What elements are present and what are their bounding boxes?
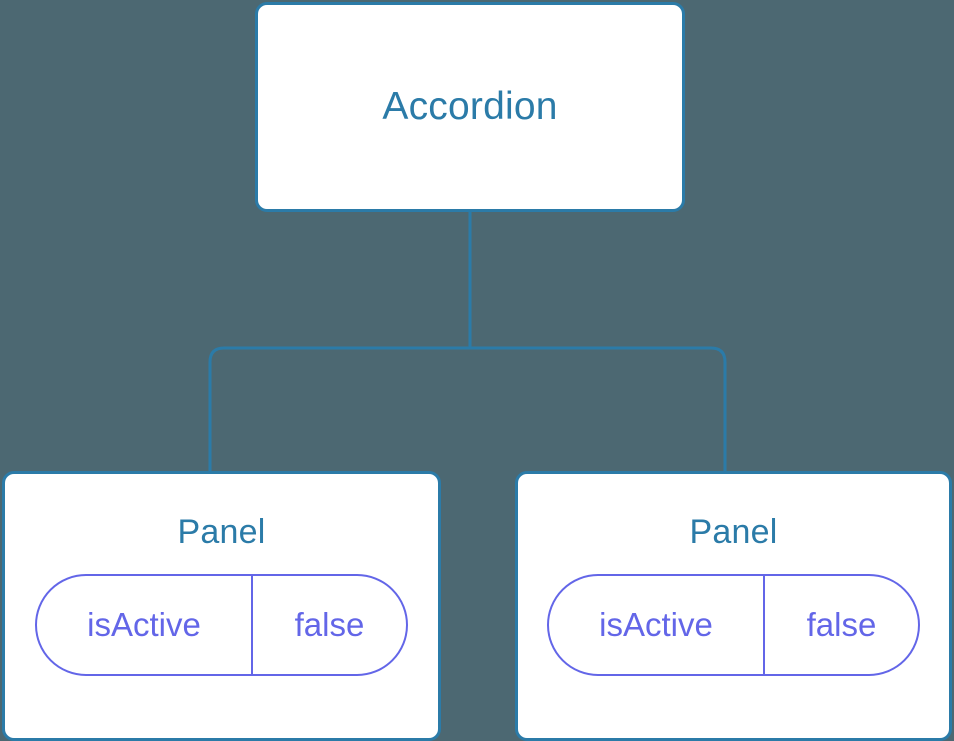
node-accordion[interactable]: Accordion xyxy=(255,2,685,212)
prop-pill-panel-1[interactable]: isActive false xyxy=(35,574,408,677)
prop-key-isactive: isActive xyxy=(37,576,253,675)
node-panel-1[interactable]: Panel isActive false xyxy=(2,471,441,741)
prop-value-isactive: false xyxy=(294,606,365,644)
prop-key-isactive: isActive xyxy=(549,576,765,675)
node-panel-2-title: Panel xyxy=(689,513,778,551)
node-panel-1-title: Panel xyxy=(177,513,266,551)
prop-pill-panel-2[interactable]: isActive false xyxy=(547,574,920,677)
node-panel-2[interactable]: Panel isActive false xyxy=(515,471,952,741)
connector-branch-right xyxy=(470,346,727,473)
prop-value-isactive: false xyxy=(806,606,877,644)
node-accordion-title: Accordion xyxy=(382,84,558,128)
connector-branch-left xyxy=(208,346,470,473)
